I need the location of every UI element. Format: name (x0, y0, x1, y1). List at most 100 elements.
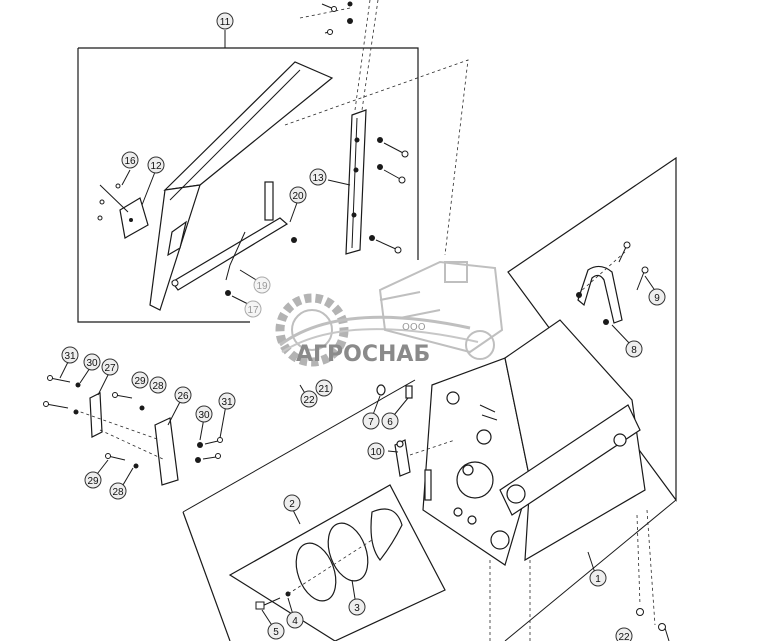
callout-31-right: 31 (218, 392, 236, 410)
assembly-2-frame-left (182, 511, 231, 641)
combine-harvester-icon (378, 260, 504, 360)
svg-text:4: 4 (292, 616, 298, 627)
link-10-pin (396, 440, 404, 448)
left-bolts (43, 375, 223, 469)
housing-boss-3 (467, 515, 477, 525)
rail-hole (354, 137, 360, 143)
callout-9: 9 (648, 288, 666, 306)
projection-line (74, 409, 161, 441)
projection-line (409, 439, 456, 456)
callout-27: 27 (101, 358, 119, 376)
svg-text:26: 26 (177, 391, 189, 402)
bolt-17a (171, 279, 179, 287)
bracket-26 (154, 417, 179, 486)
panel-edge (169, 69, 301, 201)
bolt-5-head (255, 601, 265, 610)
rail-hole (353, 167, 359, 173)
svg-text:29: 29 (134, 376, 146, 387)
svg-text:20: 20 (292, 191, 304, 202)
nut-12 (129, 218, 133, 222)
bar-20 (171, 217, 289, 291)
housing-boss-4 (446, 391, 460, 405)
assembly-2-frame-top (182, 379, 416, 513)
projection-line (646, 509, 656, 626)
svg-text:10: 10 (370, 447, 382, 458)
callout-10: 10 (367, 442, 385, 460)
bolt-9b-head (641, 266, 649, 274)
housing-fitting (462, 464, 474, 476)
handle-nut-2 (603, 319, 609, 325)
housing-port (476, 429, 492, 445)
callout-13: 13 (309, 168, 327, 186)
projection-line (361, 0, 379, 111)
svg-text:8: 8 (631, 345, 637, 356)
watermark-logo (275, 260, 504, 367)
svg-text:22: 22 (303, 395, 315, 406)
housing-hub (506, 484, 526, 504)
svg-text:28: 28 (112, 487, 124, 498)
callout-29-bottom: 29 (84, 471, 102, 489)
svg-text:5: 5 (273, 627, 279, 638)
svg-text:22: 22 (618, 632, 630, 641)
watermark-name: АГРОСНАБ (296, 342, 430, 367)
callout-16: 16 (121, 151, 139, 169)
bolt-16 (115, 183, 121, 189)
assembly-11-frame-left (77, 48, 250, 323)
svg-text:27: 27 (104, 363, 116, 374)
callout-22-bottom: 22 (615, 627, 633, 641)
svg-text:31: 31 (221, 397, 233, 408)
callout-19: 19 (253, 276, 271, 294)
projection-line (354, 0, 371, 111)
projection-line (287, 539, 373, 595)
rail-bolts (369, 137, 409, 254)
callout-2: 2 (283, 494, 301, 512)
nut-20 (291, 237, 297, 243)
rod-19 (225, 231, 246, 281)
assembly-11-frame-top (78, 47, 419, 260)
svg-text:12: 12 (150, 161, 162, 172)
svg-text:9: 9 (654, 293, 660, 304)
housing-boss (613, 433, 627, 447)
svg-text:2: 2 (289, 499, 295, 510)
rail-13 (345, 109, 367, 255)
housing-opening (456, 461, 494, 499)
guide-panel-top (163, 61, 334, 191)
callout-3: 3 (348, 598, 366, 616)
watermark-prefix: ООО (402, 322, 426, 333)
callout-30-right: 30 (195, 405, 213, 423)
main-frame-edge (504, 499, 677, 641)
projection-line (636, 514, 641, 606)
housing-pin (481, 414, 498, 421)
plate-27 (89, 392, 103, 438)
projection-line (579, 251, 626, 293)
nut-22b (636, 608, 644, 616)
callout-6: 6 (381, 412, 399, 430)
support-post (264, 181, 274, 221)
callout-4: 4 (286, 611, 304, 629)
callout-26: 26 (174, 386, 192, 404)
callout-8: 8 (625, 340, 643, 358)
svg-text:13: 13 (312, 173, 324, 184)
callout-20: 20 (289, 186, 307, 204)
handle-8 (577, 265, 623, 324)
rail-hole (351, 212, 357, 218)
svg-text:11: 11 (220, 17, 231, 28)
callout-1: 1 (589, 569, 607, 587)
svg-text:17: 17 (247, 305, 259, 316)
svg-text:21: 21 (318, 384, 330, 395)
svg-text:31: 31 (64, 351, 76, 362)
callout-21: 21 (315, 379, 333, 397)
bolt-9a-head (623, 241, 631, 249)
bolt-5-shank (261, 597, 281, 607)
callout-17: 17 (244, 300, 262, 318)
callout-28-bottom: 28 (109, 482, 127, 500)
pin-6 (405, 385, 413, 399)
screw-top-1 (321, 1, 353, 12)
callout-11: 11 (216, 12, 234, 30)
screw-top-2 (324, 18, 353, 35)
callout-31-left: 31 (61, 346, 79, 364)
bolt-9b (636, 271, 645, 291)
bolt-16b (99, 199, 105, 205)
